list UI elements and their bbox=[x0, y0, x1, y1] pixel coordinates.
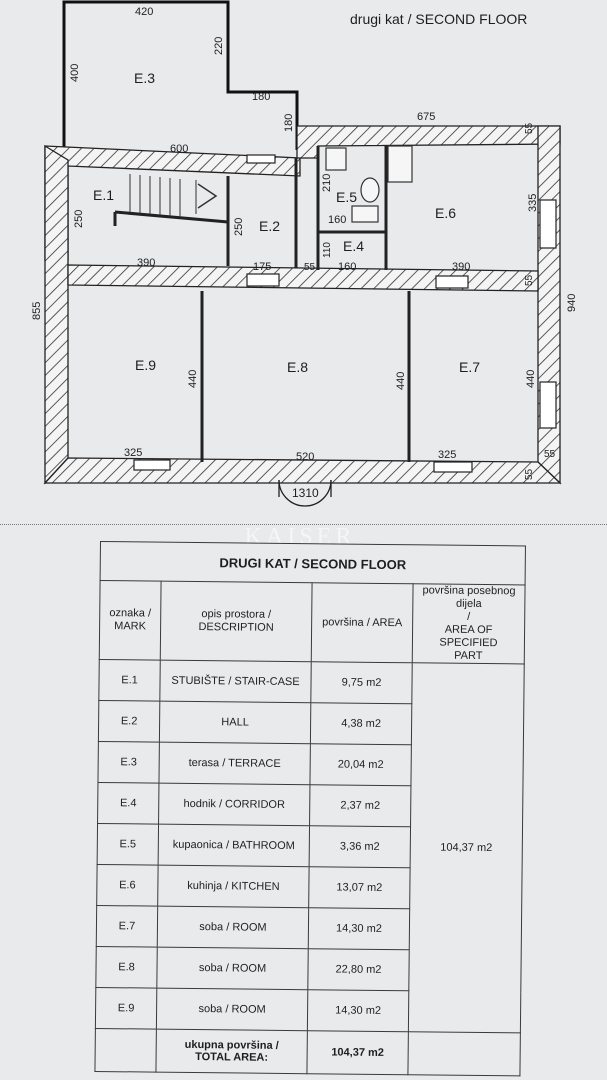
cell-mark: E.2 bbox=[98, 700, 160, 743]
cell-area: 9,75 m2 bbox=[310, 661, 413, 704]
header-area: površina / AREA bbox=[311, 582, 414, 663]
room-label-e8: E.8 bbox=[287, 359, 308, 375]
cell-specified-area: 104,37 m2 bbox=[408, 662, 525, 1033]
cell-description: STUBIŠTE / STAIR-CASE bbox=[159, 660, 312, 703]
cell-empty bbox=[94, 1028, 157, 1073]
room-label-e9: E.9 bbox=[135, 357, 156, 373]
cell-mark: E.6 bbox=[96, 864, 159, 907]
room-label-e1: E.1 bbox=[93, 187, 114, 203]
cell-area: 4,38 m2 bbox=[310, 702, 412, 745]
staircase bbox=[129, 174, 218, 217]
dim-label: 855 bbox=[31, 302, 43, 320]
dim-label: 675 bbox=[417, 111, 435, 123]
cell-description: kupaonica / BATHROOM bbox=[158, 824, 310, 867]
dim-label: 250 bbox=[233, 218, 245, 236]
windows bbox=[133, 154, 557, 473]
entrance-arc bbox=[278, 479, 332, 507]
dim-label: 600 bbox=[170, 143, 188, 155]
page-divider bbox=[0, 524, 607, 525]
total-label: ukupna površina / TOTAL AREA: bbox=[155, 1029, 308, 1074]
cell-area: 2,37 m2 bbox=[309, 784, 411, 827]
dim-label: 520 bbox=[296, 451, 314, 463]
dim-label: 180 bbox=[252, 91, 270, 103]
dim-label: 390 bbox=[452, 261, 470, 273]
dim-label: 220 bbox=[213, 37, 225, 55]
dim-label: 160 bbox=[338, 261, 356, 273]
dim-label: 325 bbox=[124, 447, 142, 459]
dim-label: 325 bbox=[438, 449, 456, 461]
room-label-e5: E.5 bbox=[336, 189, 357, 205]
cell-mark: E.8 bbox=[95, 946, 158, 989]
cell-mark: E.4 bbox=[97, 782, 159, 825]
room-label-e6: E.6 bbox=[435, 205, 456, 221]
cell-area: 3,36 m2 bbox=[309, 825, 411, 868]
inner-walls bbox=[67, 264, 539, 292]
cell-description: soba / ROOM bbox=[157, 906, 309, 949]
dim-label: 55 bbox=[524, 274, 535, 286]
cell-mark: E.1 bbox=[98, 659, 161, 702]
cell-mark: E.9 bbox=[95, 987, 157, 1030]
dim-label: 180 bbox=[283, 114, 295, 132]
dim-label: 400 bbox=[69, 64, 81, 82]
dim-label: 55 bbox=[524, 468, 535, 480]
cell-description: terasa / TERRACE bbox=[158, 742, 311, 785]
header-description: opis prostora / DESCRIPTION bbox=[160, 581, 313, 662]
cell-empty bbox=[407, 1031, 521, 1076]
bathroom-fixtures bbox=[325, 145, 413, 223]
dim-label: 160 bbox=[328, 214, 346, 226]
dim-label: 110 bbox=[322, 242, 333, 258]
dim-label: 940 bbox=[566, 294, 578, 312]
room-area-table: DRUGI KAT / SECOND FLOOR oznaka / MARK o… bbox=[94, 541, 526, 1076]
cell-area: 14,30 m2 bbox=[308, 907, 410, 950]
dim-label: 335 bbox=[527, 194, 539, 212]
cell-mark: E.5 bbox=[97, 823, 159, 866]
cell-area: 14,30 m2 bbox=[307, 989, 409, 1032]
dim-label: 55 bbox=[544, 449, 556, 460]
cell-mark: E.7 bbox=[96, 905, 158, 948]
dim-label: 440 bbox=[395, 372, 407, 390]
dim-label: 440 bbox=[525, 370, 537, 388]
room-label-e3: E.3 bbox=[134, 70, 155, 86]
header-specified-area: površina posebnog dijela / AREA OF SPECI… bbox=[412, 583, 526, 664]
partitions bbox=[113, 146, 411, 462]
cell-area: 20,04 m2 bbox=[309, 743, 412, 786]
dim-label: 175 bbox=[253, 261, 271, 273]
dim-label: 420 bbox=[135, 6, 153, 18]
cell-description: HALL bbox=[159, 701, 311, 744]
cell-description: kuhinja / KITCHEN bbox=[157, 865, 310, 908]
dim-label: 390 bbox=[137, 257, 155, 269]
total-row: ukupna površina / TOTAL AREA: 104,37 m2 bbox=[94, 1028, 521, 1076]
total-value: 104,37 m2 bbox=[306, 1030, 409, 1075]
dim-label: 440 bbox=[187, 370, 199, 388]
dim-label: 55 bbox=[524, 122, 535, 134]
watermark-logo: KAISER bbox=[244, 524, 356, 550]
cell-description: soba / ROOM bbox=[156, 947, 309, 990]
dim-label: 1310 bbox=[292, 486, 319, 500]
room-label-e4: E.4 bbox=[343, 238, 364, 254]
room-label-e7: E.7 bbox=[459, 359, 480, 375]
cell-description: hodnik / CORRIDOR bbox=[158, 783, 310, 826]
cell-description: soba / ROOM bbox=[156, 988, 308, 1031]
terrace-outline bbox=[62, 0, 299, 150]
table-row: E.1 STUBIŠTE / STAIR-CASE 9,75 m2 104,37… bbox=[98, 659, 525, 1033]
dim-label: 210 bbox=[321, 174, 333, 192]
plan-title: drugi kat / SECOND FLOOR bbox=[350, 11, 527, 27]
cell-area: 22,80 m2 bbox=[307, 948, 410, 991]
floor-plan: drugi kat / SECOND FLOOR E.3 E.1 E.2 E.5… bbox=[31, 0, 578, 507]
header-mark: oznaka / MARK bbox=[99, 580, 162, 661]
cell-mark: E.3 bbox=[97, 741, 160, 784]
outer-walls bbox=[43, 125, 562, 485]
dim-label: 55 bbox=[304, 262, 316, 273]
room-label-e2: E.2 bbox=[259, 218, 280, 234]
table-title: DRUGI KAT / SECOND FLOOR bbox=[100, 541, 526, 585]
dim-label: 250 bbox=[73, 210, 85, 228]
cell-area: 13,07 m2 bbox=[308, 866, 411, 909]
